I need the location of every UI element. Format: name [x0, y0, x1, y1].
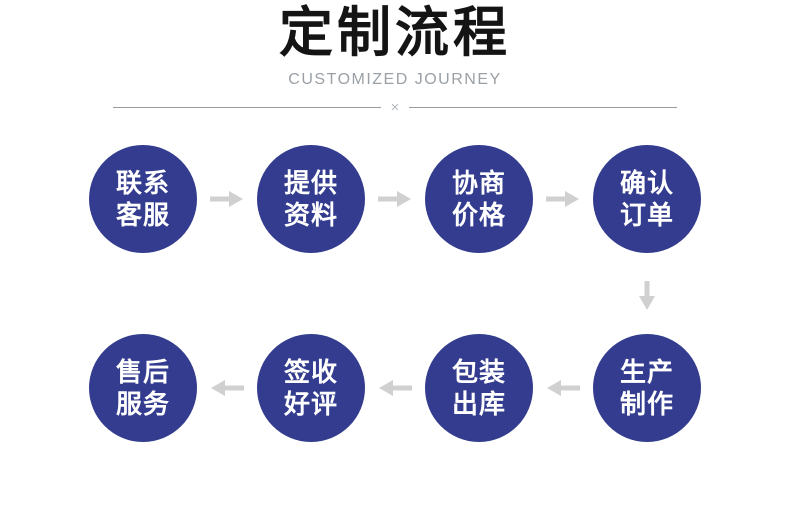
step-label-line: 协商	[451, 168, 506, 198]
divider-x-icon: ×	[390, 98, 400, 116]
flow-connector-row	[89, 281, 701, 311]
divider: ×	[113, 98, 678, 116]
step-provide-materials: 提供 资料	[257, 145, 365, 253]
step-label-line: 提供	[283, 168, 338, 198]
step-label-line: 生产	[619, 357, 674, 387]
arrow-left-icon	[533, 379, 593, 397]
page-title: 定制流程	[279, 3, 511, 63]
arrow-left-icon	[197, 379, 257, 397]
step-negotiate-price: 协商 价格	[425, 145, 533, 253]
flow-row-2: 售后 服务 签收 好评 包装 出库 生产 制作	[89, 334, 701, 442]
step-label-line: 联系	[115, 168, 170, 198]
arrow-right-icon	[365, 190, 425, 208]
step-label-line: 售后	[115, 357, 170, 387]
divider-line-left	[113, 106, 381, 108]
step-label-line: 确认	[619, 168, 674, 198]
divider-line-right	[409, 106, 678, 108]
flow-diagram: 联系 客服 提供 资料 协商 价格 确认 订单	[89, 145, 701, 442]
arrow-right-icon	[533, 190, 593, 208]
step-after-sales-service: 售后 服务	[89, 334, 197, 442]
step-contact-service: 联系 客服	[89, 145, 197, 253]
arrow-down-icon	[638, 281, 656, 316]
step-label-line: 服务	[115, 389, 170, 419]
step-label-line: 好评	[283, 389, 338, 419]
header: 定制流程 CUSTOMIZED JOURNEY ×	[0, 0, 790, 115]
step-confirm-order: 确认 订单	[593, 145, 701, 253]
page-subtitle: CUSTOMIZED JOURNEY	[288, 71, 502, 88]
step-label-line: 订单	[619, 200, 674, 230]
step-label-line: 客服	[115, 200, 170, 230]
step-sign-good-review: 签收 好评	[257, 334, 365, 442]
step-pack-ship: 包装 出库	[425, 334, 533, 442]
arrow-left-icon	[365, 379, 425, 397]
step-label-line: 资料	[283, 200, 338, 230]
step-label-line: 签收	[283, 357, 338, 387]
step-label-line: 价格	[451, 200, 506, 230]
step-production: 生产 制作	[593, 334, 701, 442]
flow-row-1: 联系 客服 提供 资料 协商 价格 确认 订单	[89, 145, 701, 253]
step-label-line: 出库	[451, 389, 506, 419]
step-label-line: 包装	[451, 357, 506, 387]
step-label-line: 制作	[619, 389, 674, 419]
arrow-right-icon	[197, 190, 257, 208]
